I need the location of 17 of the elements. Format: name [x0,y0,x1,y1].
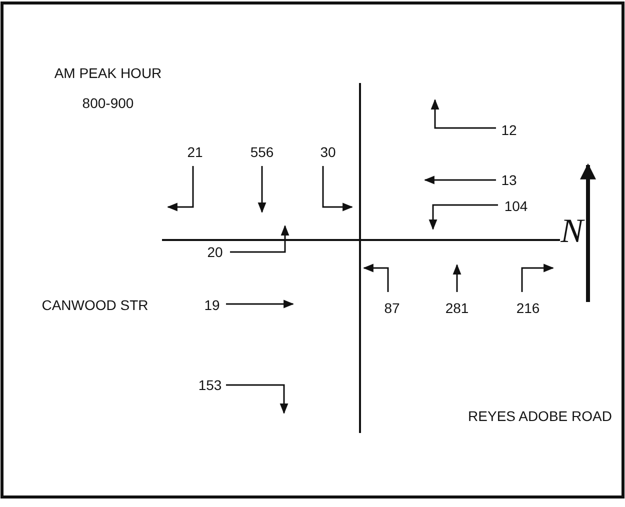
volume-label: 153 [198,377,222,393]
volume-label: 19 [204,297,220,313]
street-name: REYES ADOBE ROAD [468,408,612,424]
north-label: N [560,213,584,251]
street-name: CANWOOD STR [42,297,148,313]
volume-label: 87 [384,300,400,316]
volume-label: 281 [445,300,469,316]
volume-label: 104 [504,198,528,214]
volume-label: 20 [207,244,223,260]
volume-label: 21 [187,144,203,160]
time-period-label: 800-900 [82,95,134,111]
volume-label: 30 [320,144,336,160]
volume-label: 12 [501,122,517,138]
volume-label: 556 [250,144,274,160]
volume-label: 13 [501,172,517,188]
time-period-label: AM PEAK HOUR [54,65,162,81]
volume-label: 216 [516,300,540,316]
